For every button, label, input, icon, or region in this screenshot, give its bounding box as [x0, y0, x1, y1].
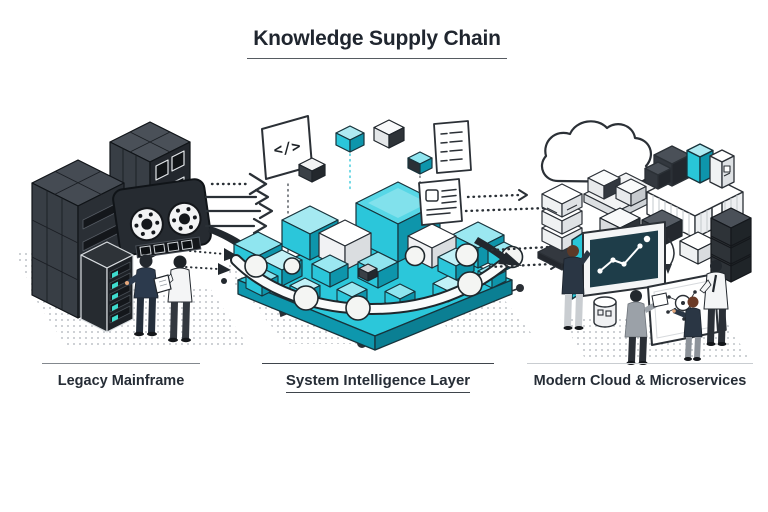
stage-label-text: Legacy Mainframe	[57, 373, 185, 389]
clipboard-icon	[153, 274, 172, 294]
floating-cyan-cube	[335, 125, 365, 153]
tape-drive-icon	[112, 178, 212, 259]
floating-cyan-dark-cube	[407, 151, 433, 175]
pointing-figure	[672, 296, 703, 361]
data-sphere	[283, 243, 479, 275]
analytics-screen-icon	[571, 221, 666, 300]
led-indicator	[112, 270, 118, 322]
tie-icon	[711, 274, 718, 293]
analyst-figure	[153, 255, 193, 343]
stage-label-modern-cloud-microservices: Modern Cloud & Microservices	[527, 363, 753, 389]
stage-label-legacy-mainframe: Legacy Mainframe	[42, 363, 200, 389]
page-title: Knowledge Supply Chain	[0, 27, 754, 59]
stage-label-system-intelligence-layer: System Intelligence Layer	[262, 363, 494, 393]
dark-mini-cube	[358, 263, 378, 282]
stage-label-text: System Intelligence Layer	[285, 372, 471, 393]
stool-icon	[593, 296, 617, 328]
server-tower-icon	[80, 241, 134, 333]
code-panel-icon: </>	[261, 115, 313, 180]
manager-figure	[699, 260, 729, 346]
document-image-icon	[418, 178, 463, 226]
intelligence-layer-scene: </>	[230, 115, 524, 351]
modern-cloud-scene	[537, 120, 752, 365]
diagram-title: Knowledge Supply Chain	[247, 27, 507, 59]
paper-sheet-icon	[651, 292, 669, 308]
package-boxes-icon	[583, 169, 661, 220]
cyan-cube	[311, 254, 349, 288]
operator-figure	[125, 254, 159, 337]
cyan-cube	[281, 205, 339, 261]
building-rooftop-modules	[644, 143, 735, 190]
floating-grey-cube	[298, 157, 326, 183]
cloud-icon	[541, 120, 652, 184]
engineer-at-screen-figure	[561, 245, 591, 330]
presenter-figure	[624, 290, 669, 365]
legacy-mainframe-scene	[31, 121, 212, 343]
chart-line	[597, 235, 651, 274]
white-cube	[318, 219, 372, 271]
tape-reel-icon	[167, 201, 202, 236]
tape-reel-icon	[129, 207, 164, 242]
code-glyph: </>	[272, 137, 302, 159]
stage-label-text: Modern Cloud & Microservices	[533, 373, 747, 389]
floating-white-cube	[373, 119, 405, 149]
pipeline-conveyor	[230, 245, 524, 321]
document-icon	[433, 120, 472, 174]
